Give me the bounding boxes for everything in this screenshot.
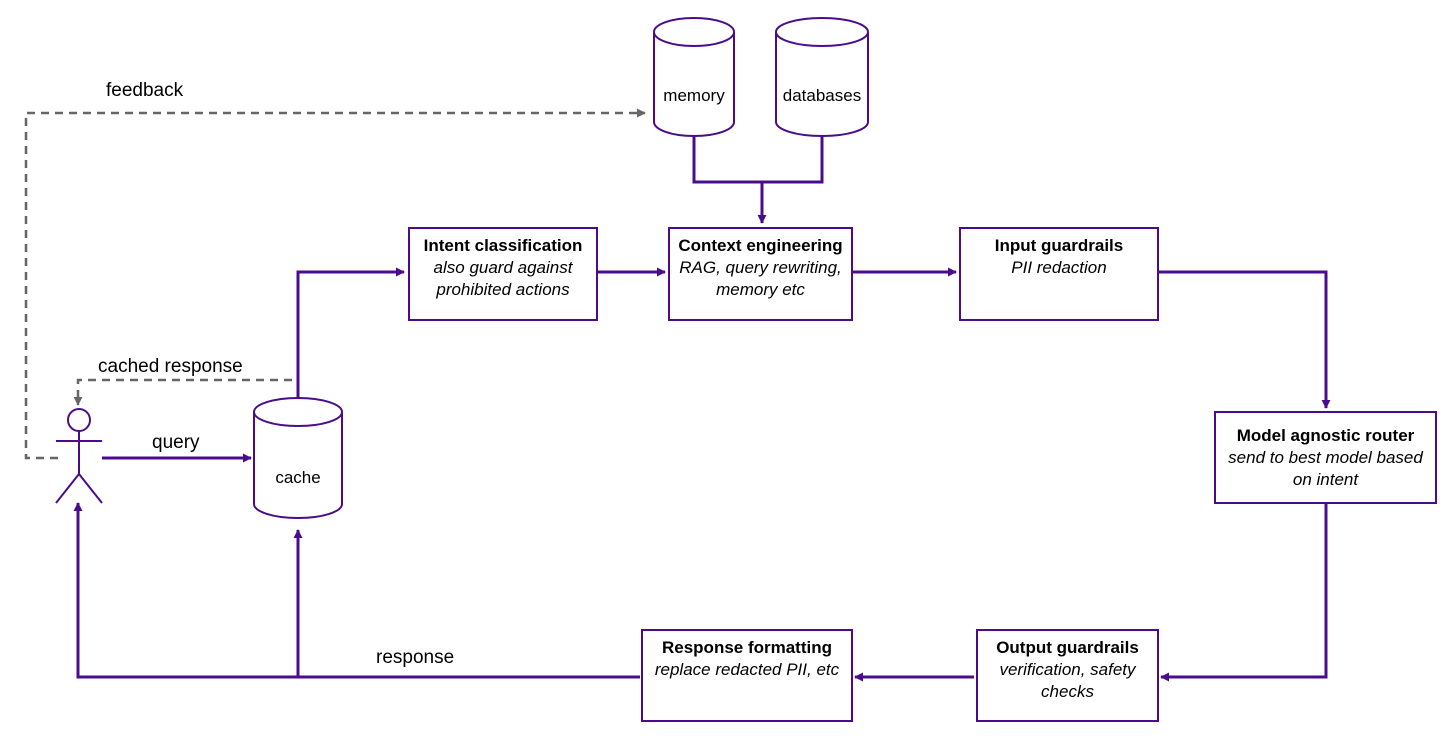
output-sub-1: verification, safety	[999, 660, 1136, 679]
context-sub-1: RAG, query rewriting,	[679, 258, 842, 277]
model-router-box: Model agnostic router send to best model…	[1214, 411, 1437, 504]
memory-db-merge-edge	[692, 136, 824, 223]
output-sub-2: checks	[1041, 682, 1094, 701]
user-icon	[55, 408, 103, 504]
cache-to-intent-edge	[296, 267, 405, 398]
router-sub-2: on intent	[1292, 470, 1359, 489]
memory-cylinder	[653, 17, 735, 137]
feedback-label: feedback	[106, 80, 184, 101]
response-title: Response formatting	[661, 638, 833, 657]
cache-cylinder	[253, 397, 343, 519]
feedback-edge	[24, 108, 646, 460]
context-sub-2: memory etc	[716, 280, 805, 299]
input-title: Input guardrails	[994, 236, 1124, 255]
input-to-router-edge	[1159, 270, 1331, 409]
router-to-output-edge	[1160, 504, 1328, 682]
cache-label: cache	[275, 468, 321, 487]
response-sub-1: replace redacted PII, etc	[654, 660, 840, 679]
intent-classification-box: Intent classification also guard against…	[408, 227, 598, 321]
response-return-edge	[73, 502, 640, 679]
intent-sub-2: prohibited actions	[436, 280, 570, 299]
intent-title: Intent classification	[423, 236, 583, 255]
cached-response-edge	[73, 378, 300, 406]
cached-response-label: cached response	[98, 356, 243, 377]
query-label: query	[152, 432, 200, 453]
context-engineering-box: Context engineering RAG, query rewriting…	[668, 227, 853, 321]
response-formatting-box: Response formatting replace redacted PII…	[641, 629, 853, 722]
router-title: Model agnostic router	[1236, 426, 1415, 445]
output-guardrails-box: Output guardrails verification, safety c…	[976, 629, 1159, 722]
intent-sub-1: also guard against	[433, 258, 573, 277]
output-title: Output guardrails	[996, 638, 1139, 657]
databases-label: databases	[782, 86, 862, 105]
input-sub-1: PII redaction	[1011, 258, 1107, 277]
input-guardrails-box: Input guardrails PII redaction	[959, 227, 1159, 321]
response-label: response	[376, 647, 455, 668]
router-sub-1: send to best model based	[1228, 448, 1423, 467]
context-title: Context engineering	[678, 236, 843, 255]
memory-label: memory	[663, 86, 725, 105]
databases-cylinder	[775, 17, 869, 137]
